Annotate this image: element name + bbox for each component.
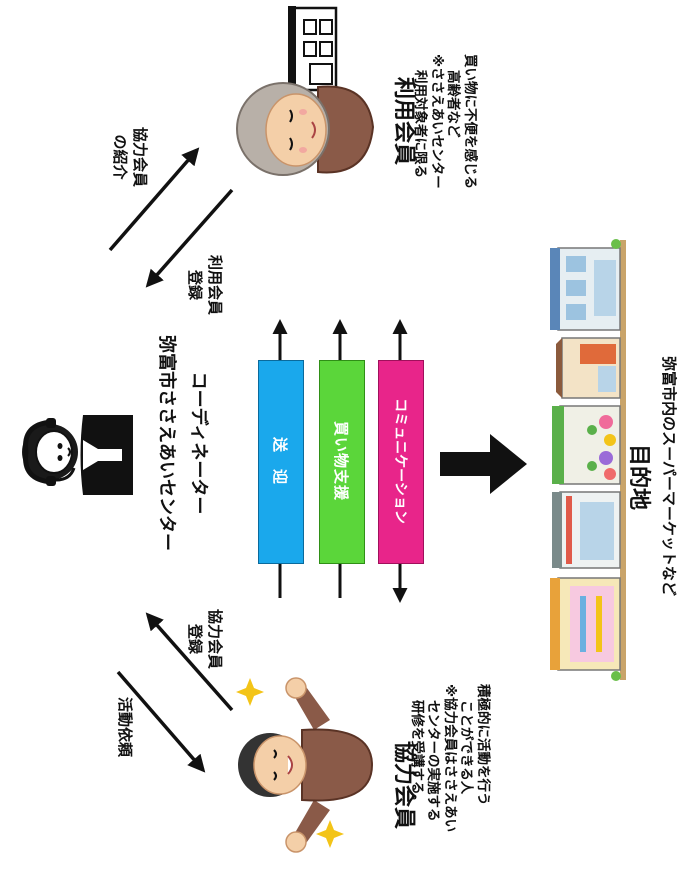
convenience-store-icon (552, 491, 621, 569)
service-box-shopping (319, 360, 365, 564)
introduce-label-line1: 協力会員 (131, 126, 149, 187)
elderly-user-icon (236, 82, 375, 176)
coordinator-role: コーディネーター (188, 371, 209, 515)
service-label-communication: コミュニケーション (392, 398, 408, 524)
introduce-label-line2: の紹介 (111, 134, 129, 180)
user-register-label-line1: 利用会員 (206, 254, 224, 315)
service-label-shopping: 買い物支援 (332, 420, 350, 501)
destination-arrow (440, 434, 527, 494)
user-register-arrow (145, 188, 234, 288)
service-label-transport: 送 迎 (271, 436, 289, 485)
house-icon (288, 6, 338, 92)
flower-shop-icon (552, 405, 621, 485)
coop-desc-line-2: ことができる人 (458, 700, 475, 795)
coordinator-body-icon (80, 415, 133, 495)
coop-register-arrow (145, 612, 234, 712)
service-box-communication (378, 360, 424, 564)
coordinator-name: 弥富市ささえあいセンター (156, 335, 177, 551)
user-register-label-line2: 登録 (186, 269, 204, 300)
request-label: 活動依頼 (116, 696, 134, 757)
user-member-desc: 買い物に不便を感じる 高齢者など ※ささえあいセンター 利用対象者に限る (412, 54, 479, 222)
coop-member-icon (236, 677, 374, 853)
coop-member-desc: 積極的に活動を行う ことができる人 ※協力会員はささえあい センターの実施する … (407, 684, 491, 864)
user-desc-line-1: 買い物に不便を感じる (462, 54, 478, 189)
coop-register-label-line2: 登録 (186, 623, 204, 654)
coop-desc-line-4: センターの実施する (425, 700, 442, 822)
user-desc-line-3: ※ささえあいセンター (429, 54, 445, 189)
coop-register-label-line1: 協力会員 (206, 608, 224, 669)
coordinator-headset-icon (22, 418, 78, 486)
shops-illustration (550, 239, 626, 681)
introduce-arrow (108, 147, 200, 252)
bank-icon (550, 247, 621, 331)
supermarket-icon (550, 577, 621, 671)
cafe-icon (556, 337, 621, 399)
coop-desc-line-1: 積極的に活動を行う (475, 684, 491, 806)
service-box-transport (258, 360, 304, 564)
coop-desc-line-3: ※協力会員はささえあい (442, 684, 458, 833)
destination-title: 目的地 (626, 443, 651, 510)
request-arrow (116, 670, 206, 773)
destination-subtitle: 弥富市内のスーパーマーケットなど (660, 356, 678, 596)
user-desc-line-4: 利用対象者に限る (412, 70, 429, 178)
user-desc-line-2: 高齢者など (445, 70, 462, 138)
coop-desc-line-5: 研修を受講する。 (409, 700, 425, 808)
